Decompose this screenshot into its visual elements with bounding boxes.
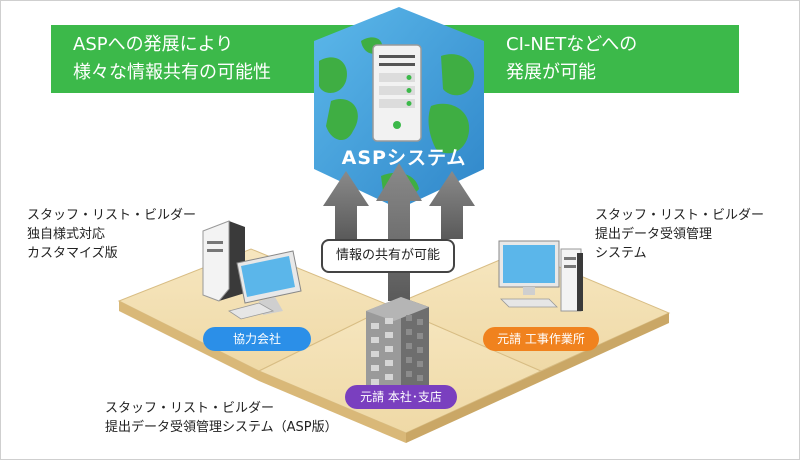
bottom-note-line1: スタッフ・リスト・ビルダー — [105, 401, 275, 416]
office-building-icon — [366, 297, 429, 405]
bottom-note-line2: 提出データ受領管理システム（ASP版） — [105, 420, 338, 435]
right-note-line1: スタッフ・リスト・ビルダー — [595, 208, 765, 223]
banner-left-line2: 様々な情報共有の可能性 — [73, 62, 271, 83]
asp-system-label: ASPシステム — [341, 147, 467, 169]
banner-right-line1: CI-NETなどへの — [506, 34, 638, 55]
partner-company-badge: 協力会社 — [203, 327, 311, 351]
up-arrow-icon — [323, 163, 475, 301]
right-note-line3: システム — [595, 246, 647, 261]
desktop-computer-icon — [498, 240, 583, 312]
left-note-line1: スタッフ・リスト・ビルダー — [27, 208, 197, 223]
contractor-site-badge: 元請 工事作業所 — [483, 327, 599, 351]
right-note-line2: 提出データ受領管理 — [595, 227, 713, 242]
left-note-line3: カスタマイズ版 — [27, 246, 118, 261]
banner-left-line1: ASPへの発展により — [73, 34, 234, 55]
contractor-hq-badge: 元請 本社･支店 — [345, 385, 457, 409]
server-icon — [372, 44, 422, 142]
left-note-line2: 独自様式対応 — [27, 227, 106, 242]
banner-right-line2: 発展が可能 — [506, 62, 596, 83]
desktop-computer-icon — [202, 220, 302, 320]
info-sharing-box: 情報の共有が可能 — [321, 239, 455, 273]
